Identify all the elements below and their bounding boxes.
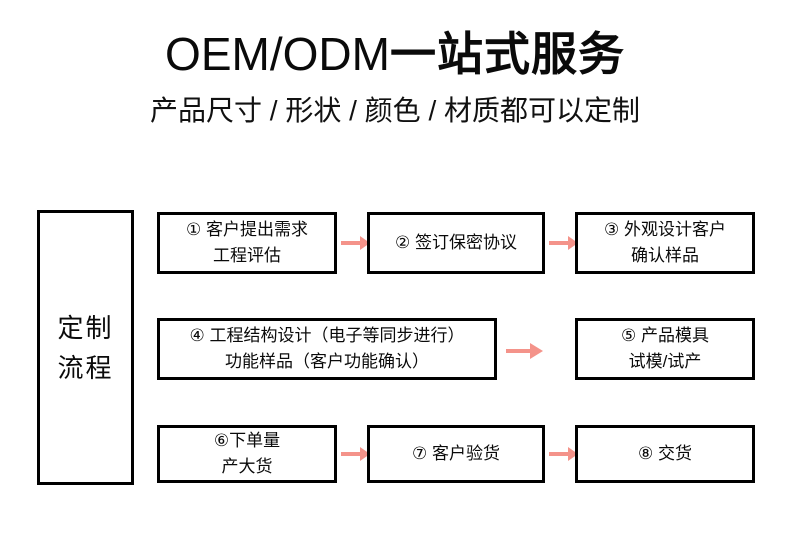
arrow-right-icon-step4-to-step5 — [506, 339, 544, 363]
flow-left-label-line1: 定制 — [57, 312, 114, 343]
arrow-right-icon-step2-to-step3 — [549, 233, 579, 253]
flow-step-8-box: ⑧ 交货 — [575, 425, 755, 483]
flow-step-5-box: ⑤ 产品模具 试模/试产 — [575, 318, 755, 380]
flow-step-3-box: ③ 外观设计客户 确认样品 — [575, 212, 755, 274]
page-header: OEM/ODM一站式服务 产品尺寸 / 形状 / 颜色 / 材质都可以定制 — [0, 0, 790, 128]
flow-step-4-box: ④ 工程结构设计（电子等同步进行） 功能样品（客户功能确认） — [157, 318, 497, 380]
flow-step-8-line1: ⑧ 交货 — [638, 444, 692, 463]
flow-step-7-line1: ⑦ 客户验货 — [412, 444, 500, 463]
flow-step-1-line1: ① 客户提出需求 — [186, 220, 308, 239]
flow-step-2-line1: ② 签订保密协议 — [395, 233, 517, 252]
flow-step-3-line2: 确认样品 — [631, 246, 699, 265]
arrow-right-icon-step6-to-step7 — [341, 444, 371, 464]
page-title: OEM/ODM一站式服务 — [0, 0, 790, 82]
flow-step-2-box: ② 签订保密协议 — [367, 212, 545, 274]
flow-step-4-line2: 功能样品（客户功能确认） — [225, 352, 429, 371]
flow-step-5-line2: 试模/试产 — [628, 352, 702, 371]
flow-step-3-line1: ③ 外观设计客户 — [604, 220, 726, 239]
page-subtitle: 产品尺寸 / 形状 / 颜色 / 材质都可以定制 — [149, 95, 640, 126]
page-title-cn: 一站式服务 — [389, 28, 625, 80]
flow-step-6-line2: 产大货 — [221, 457, 273, 476]
page-title-latin: OEM/ODM — [165, 28, 390, 80]
flow-left-label-box: 定制 流程 — [37, 210, 134, 485]
flow-step-7-box: ⑦ 客户验货 — [367, 425, 545, 483]
flow-step-6-box: ⑥下单量 产大货 — [157, 425, 337, 483]
arrow-right-icon-step7-to-step8 — [549, 444, 579, 464]
flow-step-1-box: ① 客户提出需求 工程评估 — [157, 212, 337, 274]
flow-step-5-line1: ⑤ 产品模具 — [621, 326, 709, 345]
flow-step-6-line1: ⑥下单量 — [213, 431, 281, 450]
flow-step-1-line2: 工程评估 — [213, 246, 281, 265]
flow-left-label-line2: 流程 — [57, 352, 114, 383]
flow-step-4-line1: ④ 工程结构设计（电子等同步进行） — [189, 326, 465, 345]
arrow-right-icon-step1-to-step2 — [341, 233, 371, 253]
